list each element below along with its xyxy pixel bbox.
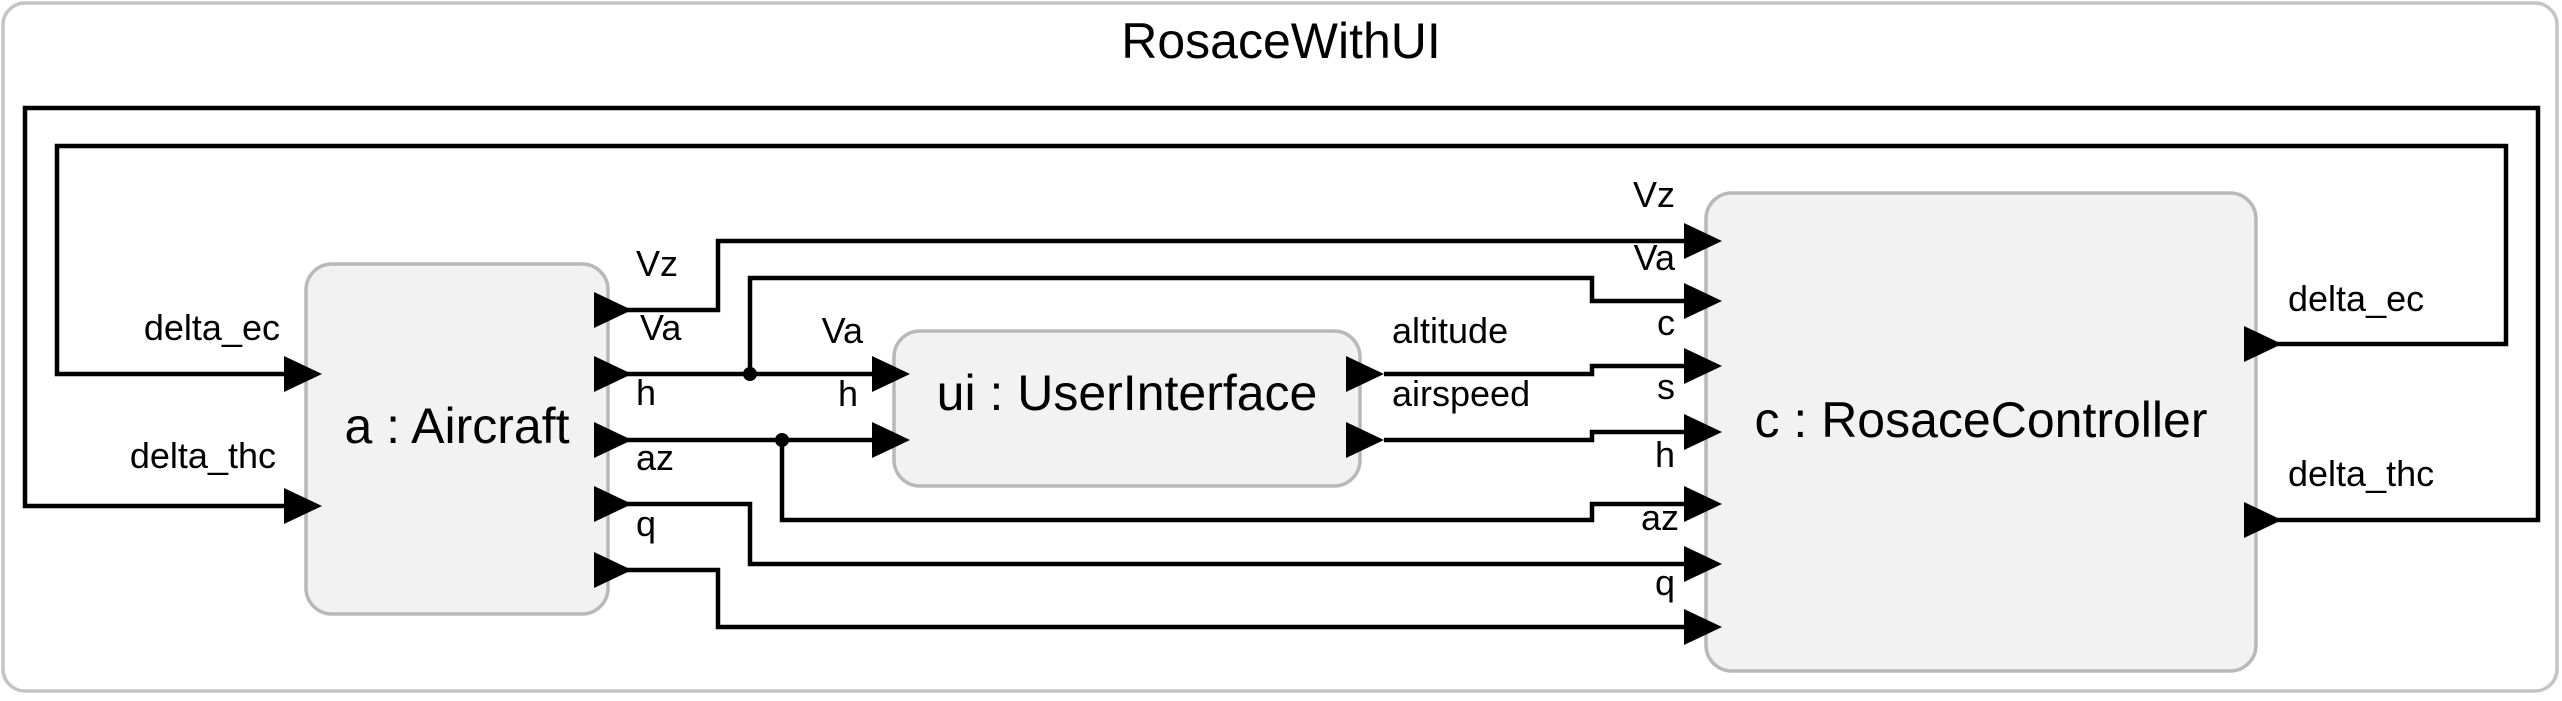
port-label-controller-va: Va [1634, 237, 1676, 278]
port-label-controller-s: s [1657, 366, 1675, 407]
port-label-controller-vz: Vz [1633, 174, 1675, 215]
port-label-ui-airspeed: airspeed [1392, 373, 1530, 414]
port-label-aircraft-az: az [636, 437, 674, 478]
port-controller-delta-thc-arrow [2244, 502, 2282, 538]
wire-delta-thc-feedback [22, 105, 2541, 523]
port-label-controller-h: h [1655, 434, 1675, 475]
wire-az [620, 501, 1697, 567]
port-ui-altitude-arrow [1346, 356, 1384, 392]
port-controller-s-arrow [1684, 414, 1722, 450]
wire-vz [620, 238, 1697, 313]
aircraft-block-title: a : Aircraft [344, 398, 569, 454]
port-controller-az-arrow [1684, 546, 1722, 582]
port-label-ui-h: h [838, 373, 858, 414]
port-aircraft-delta-ec-arrow [284, 356, 322, 392]
wire-delta-ec-feedback [54, 143, 2509, 377]
port-controller-h-arrow [1684, 486, 1722, 522]
port-label-aircraft-q: q [636, 503, 656, 544]
wire-q [620, 567, 1697, 630]
diagram-title: RosaceWithUI [1121, 13, 1441, 69]
port-aircraft-h-arrow [594, 422, 632, 458]
rosace-controller-block-title: c : RosaceController [1755, 392, 2208, 448]
wire-va-to-controller [747, 275, 1697, 374]
port-ui-airspeed-arrow [1346, 422, 1384, 458]
port-ui-va-arrow [872, 356, 910, 392]
port-aircraft-delta-thc-arrow [284, 488, 322, 524]
port-arrows [284, 223, 2282, 645]
port-label-controller-c: c [1657, 302, 1675, 343]
port-label-controller-delta-thc: delta_thc [2288, 453, 2434, 494]
wire-airspeed [1384, 429, 1697, 443]
port-controller-va-arrow [1684, 283, 1722, 319]
port-label-aircraft-delta-thc: delta_thc [130, 435, 276, 476]
port-label-aircraft-va: Va [640, 307, 682, 348]
port-controller-vz-arrow [1684, 223, 1722, 259]
port-label-controller-q: q [1655, 562, 1675, 603]
port-controller-delta-ec-arrow [2244, 326, 2282, 362]
port-label-controller-delta-ec: delta_ec [2288, 278, 2424, 319]
port-aircraft-vz-arrow [594, 292, 632, 328]
port-label-ui-altitude: altitude [1392, 310, 1508, 351]
port-label-ui-va: Va [822, 310, 864, 351]
wire-h-to-controller [779, 440, 1697, 523]
port-aircraft-va-arrow [594, 356, 632, 392]
wire-altitude [1384, 363, 1697, 377]
junction-va [743, 367, 757, 381]
port-aircraft-az-arrow [594, 486, 632, 522]
port-label-aircraft-delta-ec: delta_ec [144, 307, 280, 348]
port-aircraft-q-arrow [594, 552, 632, 588]
port-ui-h-arrow [872, 422, 910, 458]
connections [22, 105, 2541, 630]
port-controller-q-arrow [1684, 609, 1722, 645]
port-label-controller-az: az [1641, 497, 1679, 538]
port-controller-c-arrow [1684, 348, 1722, 384]
user-interface-block-title: ui : UserInterface [937, 365, 1318, 421]
junction-h [775, 433, 789, 447]
user-interface-block[interactable] [892, 329, 1362, 488]
port-label-aircraft-vz: Vz [636, 243, 678, 284]
port-label-aircraft-h: h [636, 372, 656, 413]
port-labels: delta_ec delta_thc Vz Va h az q Va h alt… [130, 174, 2434, 603]
